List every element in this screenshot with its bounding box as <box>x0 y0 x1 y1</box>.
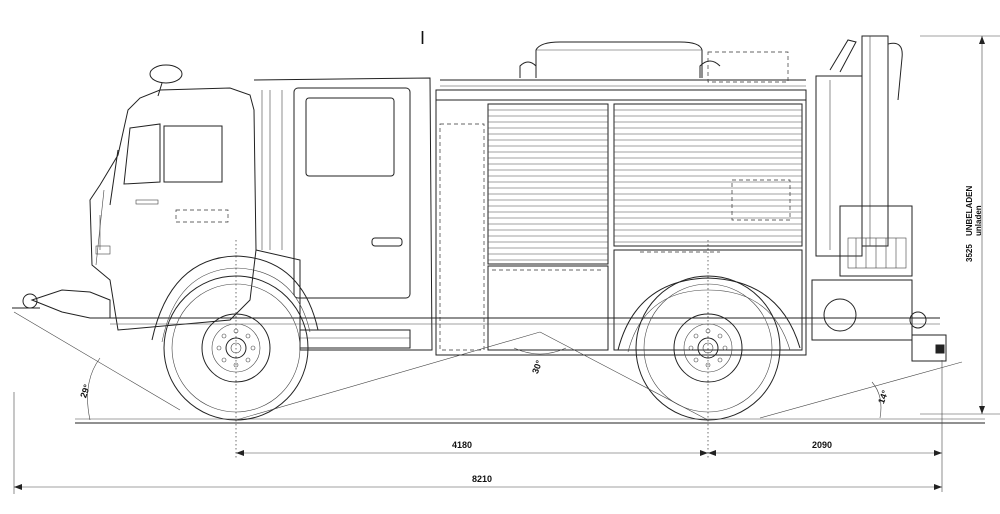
wheel-bolt <box>221 333 227 339</box>
chassis <box>12 255 940 353</box>
wheel-bolt <box>693 357 699 363</box>
wheel-bolt <box>221 357 227 363</box>
wheel-bolt <box>717 333 723 339</box>
svg-text:unladen: unladen <box>974 205 983 236</box>
svg-text:2090: 2090 <box>812 440 832 450</box>
departure-angle: 14° <box>759 361 963 419</box>
roller-shutter-1 <box>487 103 609 265</box>
wheel-bolt <box>233 362 239 368</box>
wheelbase-dimension: 4180 <box>236 440 708 456</box>
svg-text:4180: 4180 <box>452 440 472 450</box>
svg-text:14°: 14° <box>876 388 890 405</box>
truck-body <box>89 64 433 351</box>
svg-text:8210: 8210 <box>472 474 492 484</box>
wheel-bolt <box>717 357 723 363</box>
rear-overhang-dimension: 2090 <box>708 360 943 492</box>
ramp-angle: 30° <box>235 331 709 421</box>
wheel-bolt <box>216 345 222 351</box>
equipment-body <box>435 41 807 356</box>
wheel-bolt <box>245 357 251 363</box>
wheel-bolt <box>705 362 711 368</box>
wheel-bolt <box>245 333 251 339</box>
svg-text:29°: 29° <box>78 383 92 399</box>
svg-text:3525: 3525 <box>965 244 974 262</box>
svg-text:UNBELADEN: UNBELADEN <box>965 186 974 236</box>
wheel-bolt <box>688 345 694 351</box>
wheel-bolt <box>693 333 699 339</box>
loader-crane <box>811 35 947 362</box>
roller-shutter-2 <box>613 103 803 247</box>
approach-angle: 29° <box>13 311 181 421</box>
view-marker: I <box>420 28 425 48</box>
ground-line <box>75 418 985 424</box>
overall-length-dimension: 8210 <box>13 392 942 494</box>
svg-text:30°: 30° <box>530 358 544 375</box>
height-dimension: 3525 UNBELADEN unladen <box>920 35 1000 415</box>
wheel-bolt <box>722 345 728 351</box>
wheel-bolt <box>250 345 256 351</box>
